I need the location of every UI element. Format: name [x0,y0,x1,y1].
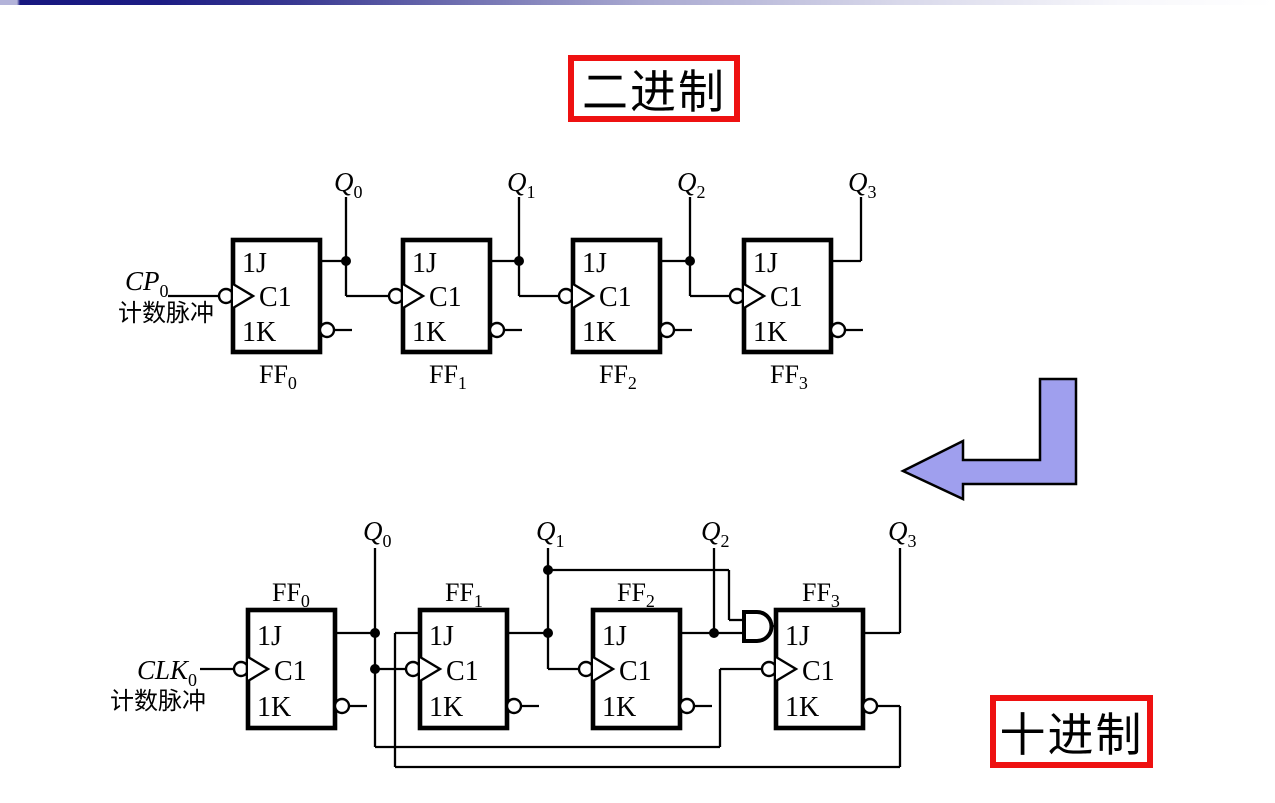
decimal-ff2-clock-triangle-icon [592,655,616,683]
binary-ff2-label: FF2 [599,360,637,393]
decimal-ff3-clock-triangle-icon [775,655,799,683]
binary-ff0-j-pin: 1J [242,248,267,279]
decimal-ff1-clock-triangle-icon [419,655,443,683]
binary-ff3-c1-pin: C1 [770,282,803,313]
binary-ff3-j-pin: 1J [753,248,778,279]
binary-ff1-label: FF1 [429,360,467,393]
decimal-ff3-k-pin: 1K [785,692,819,723]
binary-ff1-qbar-bubble-icon [488,321,506,339]
decimal-interconnect-wires [335,548,902,769]
decimal-ff0-clock-triangle-icon [247,655,271,683]
transform-arrow-icon [900,377,1078,501]
and-gate-body-icon [742,610,774,643]
decimal-ff0-qbar-bubble-icon [333,697,351,715]
binary-ff1-j-pin: 1J [412,248,437,279]
binary-ff1-clock-triangle-icon [402,282,426,310]
decimal-ff0: FF0 1J C1 1K [232,578,367,731]
binary-ff3-clock-triangle-icon [743,282,767,310]
binary-ff2: 1J C1 1K FF2 [557,237,692,393]
decimal-ff3-c1-pin: C1 [802,656,835,687]
binary-ff2-clock-triangle-icon [572,282,596,310]
decimal-ff0-j-pin: 1J [257,621,282,652]
binary-title-text: 二进制 [582,66,726,118]
binary-ff3: 1J C1 1K FF3 [728,237,863,393]
binary-ff2-k-pin: 1K [582,317,616,348]
binary-ff1-k-pin: 1K [412,317,446,348]
decimal-counter-circuit: CLK0 计数脉冲 FF0 1J C1 1K FF1 1J C1 1K [110,516,917,769]
binary-ff2-qbar-bubble-icon [658,321,676,339]
binary-q2-label: Q2 [677,167,706,202]
binary-ff0-qbar-bubble-icon [318,321,336,339]
binary-ff3-qbar-bubble-icon [829,321,847,339]
binary-ff0-c1-pin: C1 [259,282,292,313]
binary-title-box: 二进制 [568,55,740,122]
binary-ff2-c1-pin: C1 [599,282,632,313]
decimal-title-box: 十进制 [990,695,1153,768]
binary-ff1: 1J C1 1K FF1 [387,237,522,393]
decimal-ff2-j-pin: 1J [602,621,627,652]
decimal-ff2-qbar-bubble-icon [678,697,696,715]
decimal-q3-label: Q3 [888,516,917,551]
decimal-q2-label: Q2 [701,516,730,551]
decimal-ff3-j-pin: 1J [785,621,810,652]
decimal-ff2-c1-pin: C1 [619,656,652,687]
decimal-ff2-label: FF2 [617,578,655,611]
decimal-ff1: FF1 1J C1 1K [404,578,539,731]
binary-ff3-label: FF3 [770,360,808,393]
decimal-title-text: 十进制 [999,709,1144,761]
decimal-q1-label: Q1 [536,516,565,551]
decimal-ff3-label: FF3 [802,578,840,611]
decimal-ff1-qbar-bubble-icon [505,697,523,715]
binary-ff2-j-pin: 1J [582,248,607,279]
decimal-ff1-c1-pin: C1 [446,656,479,687]
slide-top-gradient-bar [0,0,1275,5]
decimal-ff0-k-pin: 1K [257,692,291,723]
binary-ff3-k-pin: 1K [753,317,787,348]
decimal-q0-label: Q0 [363,516,392,551]
binary-ff1-c1-pin: C1 [429,282,462,313]
clk0-input-label: CLK0 [137,655,197,690]
decimal-ff1-k-pin: 1K [429,692,463,723]
decimal-ff0-label: FF0 [272,578,310,611]
binary-ff0-k-pin: 1K [242,317,276,348]
decimal-ff0-c1-pin: C1 [274,656,307,687]
binary-ff0-label: FF0 [259,360,297,393]
binary-interconnect-wires [320,197,863,298]
binary-q0-label: Q0 [334,167,363,202]
decimal-pulse-caption: 计数脉冲 [110,688,206,715]
and-gate [742,610,776,643]
binary-pulse-caption: 计数脉冲 [118,300,214,327]
decimal-ff2: FF2 1J C1 1K [577,578,712,731]
binary-q3-label: Q3 [848,167,877,202]
decimal-ff2-k-pin: 1K [602,692,636,723]
binary-ff0-clock-triangle-icon [232,282,256,310]
decimal-ff1-j-pin: 1J [429,621,454,652]
binary-ff0: 1J C1 1K FF0 [217,237,352,393]
cp0-input-label: CP0 [125,266,169,301]
decimal-ff1-label: FF1 [445,578,483,611]
binary-q1-label: Q1 [507,167,536,202]
binary-counter-circuit: CP0 计数脉冲 1J C1 1K FF0 1J C1 1K FF1 [118,167,877,393]
decimal-ff3: FF3 1J C1 1K [760,578,879,731]
decimal-ff3-qbar-bubble-icon [861,697,879,715]
